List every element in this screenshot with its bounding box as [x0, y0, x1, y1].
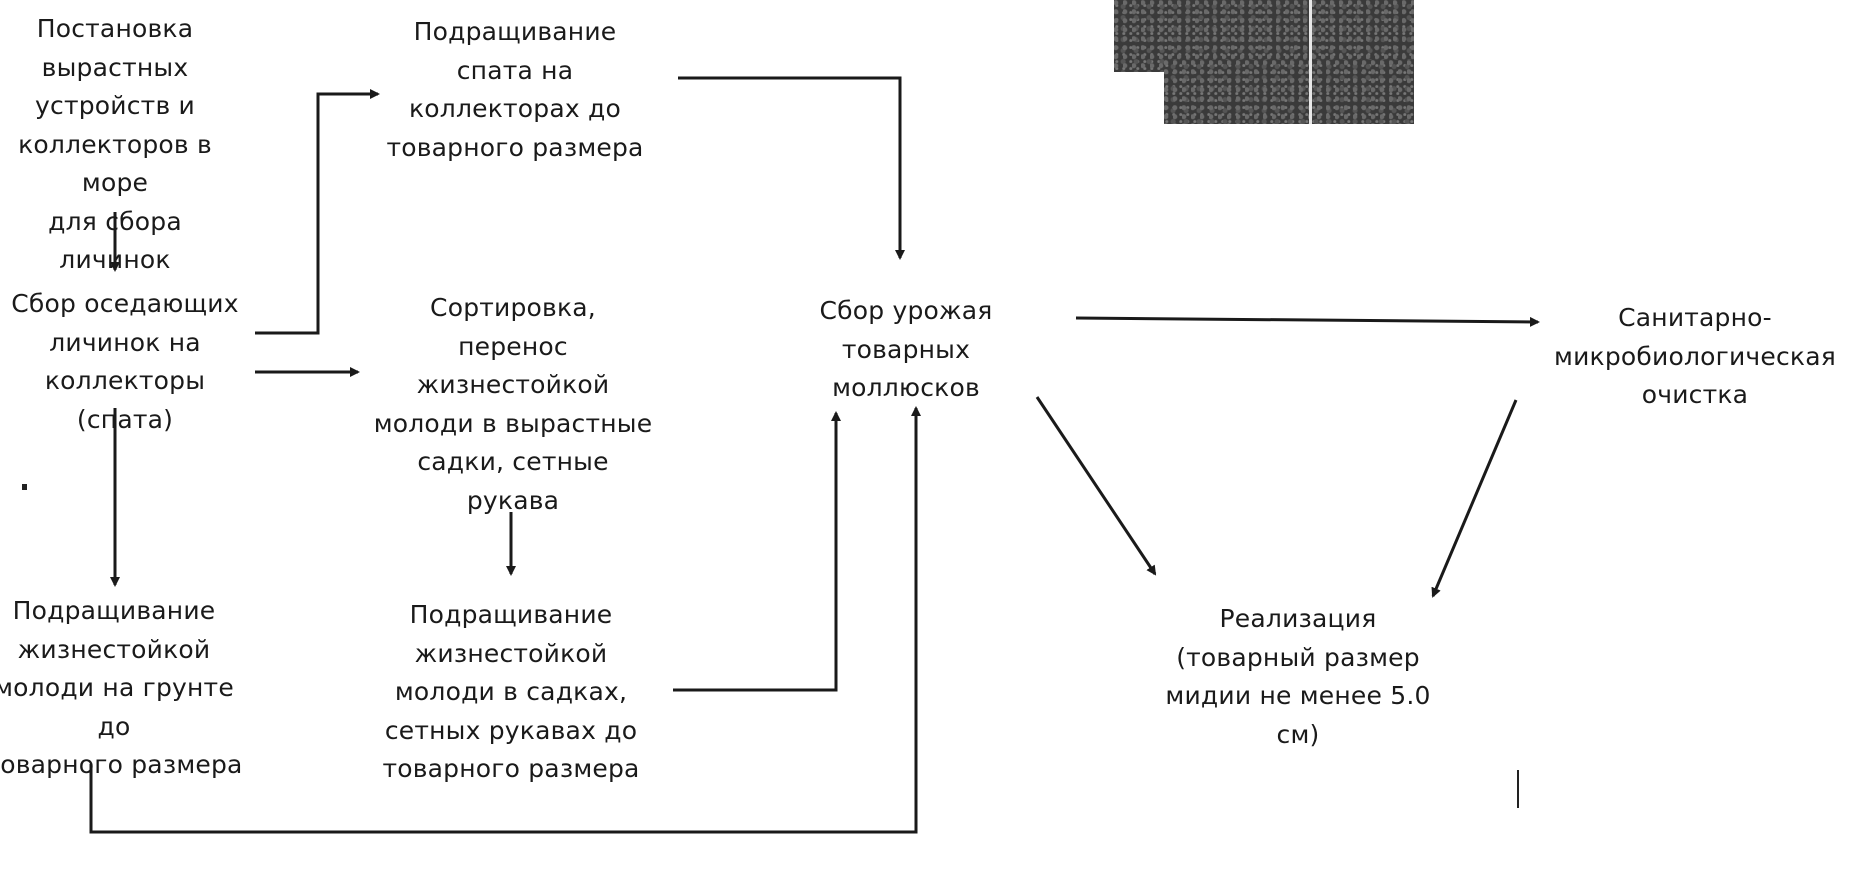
node-grow-in-cages: Подращивание жизнестойкой молоди в садка…	[382, 600, 640, 783]
node-grow-spat-on-collectors: Подращивание спата на коллекторах до тов…	[386, 17, 644, 162]
scan-artifact-dark-block-lower	[1164, 60, 1414, 124]
arrow-grow-bottom-to-harvest	[89, 406, 921, 834]
scan-artifact-tick	[1517, 770, 1519, 808]
arrow-collect-to-grow-spat	[255, 89, 380, 335]
node-grow-on-bottom: Подращивание жизнестойкой молоди на грун…	[0, 596, 243, 779]
scan-artifact-dot	[22, 484, 27, 490]
scan-artifact-divider	[1309, 0, 1312, 124]
arrow-grow-cages-to-harvest	[673, 411, 841, 692]
arrow-harvest-to-sale	[1035, 396, 1157, 576]
node-collect-larvae: Сбор оседающих личинок на коллекторы (сп…	[11, 289, 239, 434]
node-sorting-transfer: Сортировка, перенос жизнестойкой молоди …	[373, 293, 653, 515]
arrow-harvest-to-sanitary	[1075, 316, 1540, 327]
node-sale: Реализация (товарный размер мидии не мен…	[1165, 604, 1431, 749]
node-install-collectors: Постановка вырастных устройств и коллект…	[18, 14, 212, 274]
arrow-grow-spat-to-harvest	[678, 76, 905, 260]
node-harvest: Сбор урожая товарных моллюсков	[819, 296, 993, 402]
node-sanitary-cleaning: Санитарно- микробиологическая очистка	[1554, 303, 1836, 409]
arrow-sanitary-to-sale	[1431, 399, 1518, 598]
